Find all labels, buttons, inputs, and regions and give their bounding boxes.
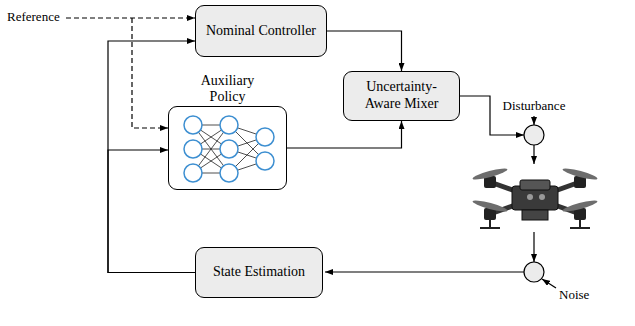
policy-box: Auxiliary Policy bbox=[168, 106, 287, 190]
measurement-wire bbox=[533, 232, 534, 262]
process-box: Nominal Controller bbox=[195, 5, 327, 57]
sum-junction bbox=[524, 125, 544, 145]
measurement-wire bbox=[325, 271, 524, 272]
process-box: State Estimation bbox=[195, 247, 323, 298]
node-text: Uncertainty-Aware Mixer bbox=[344, 79, 459, 113]
mixer-box: Uncertainty-Aware Mixer bbox=[343, 71, 460, 121]
node-text: State Estimation bbox=[205, 264, 313, 281]
neural-network-icon bbox=[169, 107, 288, 191]
quadrotor-drone bbox=[472, 166, 598, 228]
signal-connector bbox=[287, 121, 402, 148]
reference-line bbox=[132, 18, 168, 128]
control-wire bbox=[533, 145, 534, 164]
disturbance-label: Disturbance bbox=[502, 99, 567, 114]
reference-line bbox=[66, 17, 195, 18]
node-text: Nominal Controller bbox=[198, 23, 324, 40]
noise-arrow bbox=[542, 279, 556, 288]
signal-connector bbox=[327, 31, 402, 71]
input-label: Reference bbox=[6, 10, 61, 25]
noise-label: Noise bbox=[558, 288, 590, 303]
node-heading: Auxiliary Policy bbox=[201, 73, 255, 104]
sum-junction bbox=[524, 262, 544, 282]
disturbance-arrow bbox=[533, 116, 534, 125]
